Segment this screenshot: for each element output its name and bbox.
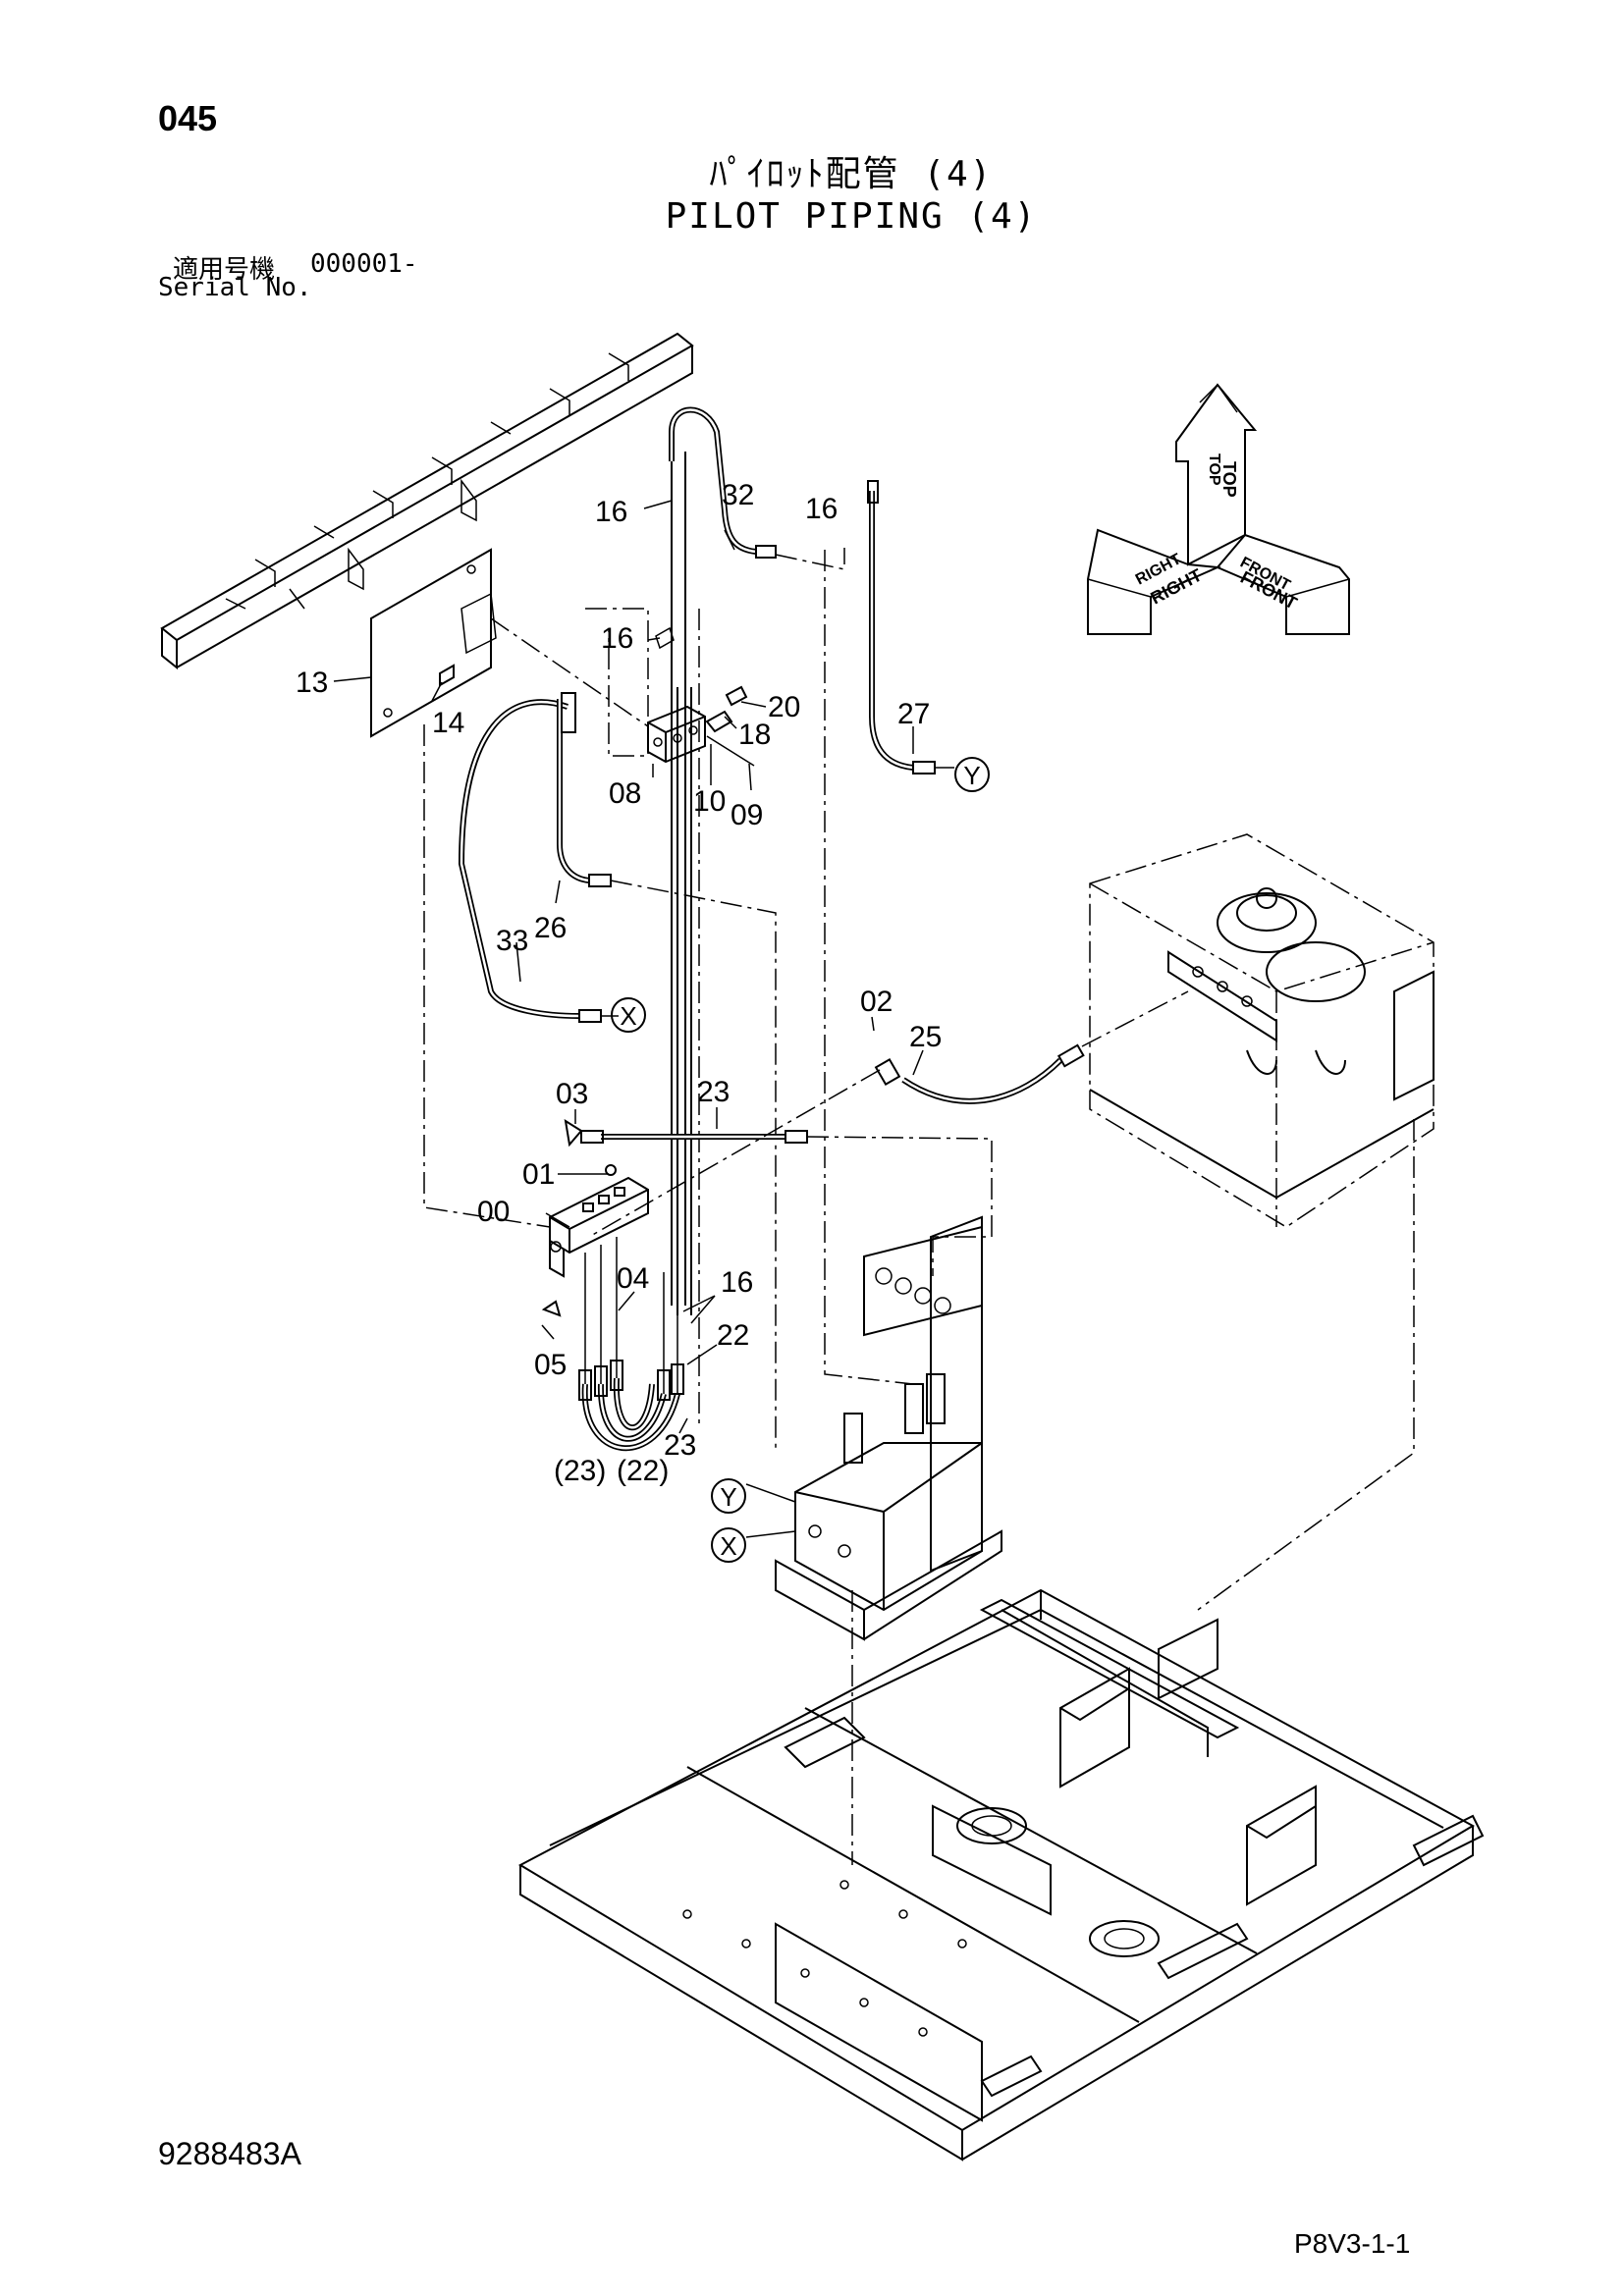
vertical-pipes (585, 452, 700, 1423)
callout-14: 14 (432, 707, 464, 739)
callout-13: 13 (296, 667, 328, 699)
callout-25: 25 (909, 1021, 942, 1053)
valve-block (423, 724, 678, 1394)
callout-16-a: 16 (595, 496, 627, 528)
title-japanese: ﾊﾟｲﾛｯﾄ配管 (4) (709, 154, 994, 194)
hose-32 (669, 406, 845, 570)
callout-16-d: 16 (721, 1266, 753, 1299)
hose-27 (867, 480, 954, 774)
page-code: P8V3-1-1 (1294, 2228, 1411, 2259)
serial-range: 000001- (310, 249, 418, 279)
control-valve-assembly (745, 550, 1002, 1641)
callout-10: 10 (693, 785, 726, 818)
callout-09: 09 (731, 799, 763, 831)
document-number: 9288483A (158, 2136, 301, 2171)
callout-05: 05 (534, 1349, 567, 1381)
leader-lines (333, 500, 924, 1434)
hose-23-25 (564, 990, 1189, 1276)
main-frame (517, 1588, 1485, 2162)
callout-03: 03 (556, 1078, 588, 1110)
callout-32: 32 (722, 479, 754, 511)
bracket-plate (370, 548, 497, 738)
orientation-top-label: TOP (1219, 461, 1239, 498)
callout-22: 22 (717, 1319, 749, 1352)
u-hose-bundle (578, 1360, 684, 1451)
connector-y-top: Y (963, 761, 980, 790)
serial-label-english: Serial No. (158, 273, 312, 302)
callout-02: 02 (860, 986, 893, 1018)
connector-x-valve: X (720, 1531, 736, 1561)
orientation-indicator: TOP TOP RIGHT RIGHT FRONT FRONT (1087, 383, 1350, 635)
hydraulic-tank (1089, 833, 1435, 1611)
connector-markers: X Y Y X (611, 757, 990, 1563)
callout-00: 00 (477, 1196, 510, 1228)
serial-label-japanese: 適用号機 (173, 255, 276, 285)
callout-23-paren: (23) (554, 1455, 606, 1487)
title-english: PILOT PIPING (4) (665, 196, 1038, 237)
callout-16-b: 16 (805, 493, 838, 525)
callout-22-paren: (22) (617, 1455, 669, 1487)
callout-labels: 16 32 16 16 13 14 20 18 08 10 09 27 33 2… (296, 479, 942, 1487)
callout-26: 26 (534, 912, 567, 944)
callout-01: 01 (522, 1158, 555, 1191)
orientation-top-label-shadow: TOP (1206, 454, 1222, 486)
callout-23-bottom: 23 (664, 1429, 696, 1462)
callout-27: 27 (897, 698, 930, 730)
connector-y-valve: Y (720, 1482, 736, 1512)
callout-23-top: 23 (697, 1076, 730, 1108)
connector-x-top: X (620, 1001, 636, 1031)
callout-04: 04 (617, 1262, 649, 1295)
callout-20: 20 (768, 691, 800, 723)
upper-frame-beam (160, 332, 694, 670)
hose-33-26 (458, 692, 777, 1453)
callout-16-c: 16 (601, 622, 633, 655)
callout-08: 08 (609, 777, 641, 810)
callout-33: 33 (496, 925, 528, 957)
manifold-block (490, 617, 755, 767)
page-number: 045 (158, 98, 218, 138)
callout-18: 18 (738, 719, 771, 751)
